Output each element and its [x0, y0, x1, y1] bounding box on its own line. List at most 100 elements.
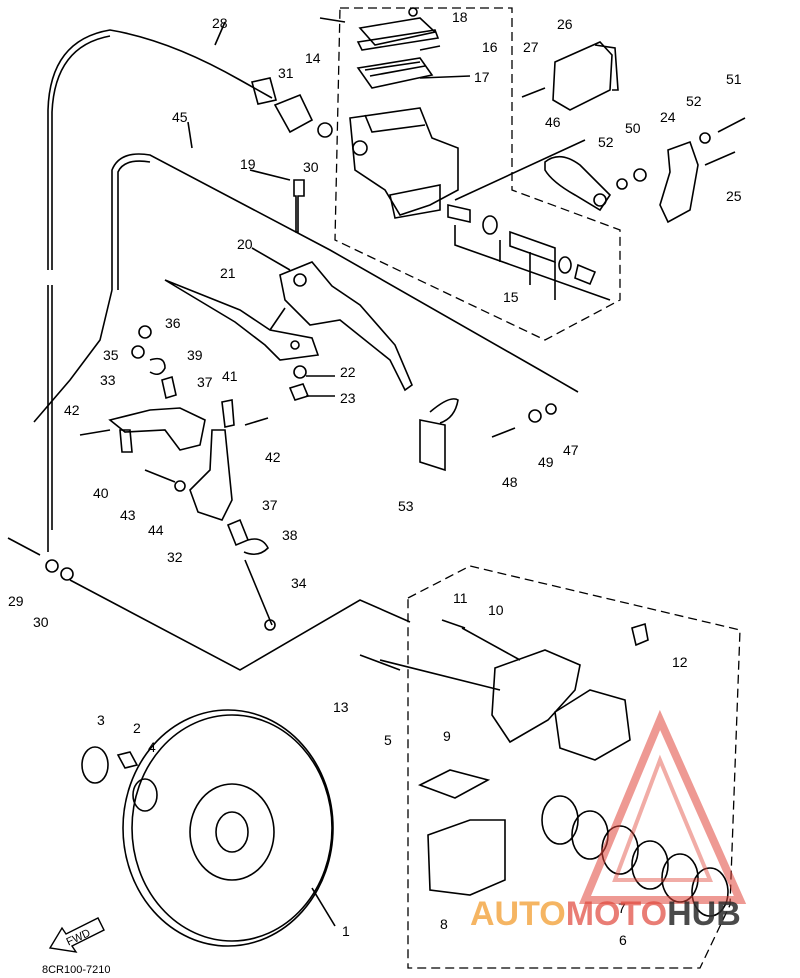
fwd-label: FWD — [65, 927, 93, 948]
lever-46 — [544, 155, 612, 212]
washer-52a — [616, 178, 628, 190]
bolt-51 — [717, 117, 746, 133]
part-label-19: 19 — [240, 156, 256, 172]
part-label-35: 35 — [103, 347, 119, 363]
part-label-37-upper: 37 — [197, 374, 213, 390]
part-label-21: 21 — [220, 265, 236, 281]
label-53 — [419, 419, 446, 472]
bolt-19 — [293, 179, 305, 233]
part-label-26: 26 — [557, 16, 573, 32]
watermark-hub: HUB — [667, 895, 741, 933]
part-label-30-top: 30 — [303, 159, 319, 175]
part-label-28: 28 — [212, 15, 228, 31]
part-label-43: 43 — [120, 507, 136, 523]
part-label-14: 14 — [305, 50, 321, 66]
part-label-49: 49 — [538, 454, 554, 470]
part-label-53: 53 — [398, 498, 414, 514]
part-label-8: 8 — [440, 916, 448, 932]
part-label-24: 24 — [660, 109, 676, 125]
group-5-outline — [407, 565, 741, 969]
washer-22 — [293, 365, 307, 379]
circlip-3 — [81, 746, 109, 784]
nut-44 — [174, 480, 186, 492]
brake-lever-20 — [279, 261, 413, 392]
clip-38 — [243, 538, 269, 556]
bracket-21 — [164, 279, 320, 361]
arm-33 — [108, 407, 206, 451]
svg-text:AUTOMOTOHUB: AUTOMOTOHUB — [470, 895, 741, 933]
part-label-5: 5 — [384, 732, 392, 748]
part-label-34: 34 — [291, 575, 307, 591]
part-label-9: 9 — [443, 728, 451, 744]
part-label-47: 47 — [563, 442, 579, 458]
nut-23 — [288, 383, 310, 401]
part-label-13: 13 — [333, 699, 349, 715]
bolt-43 — [144, 469, 176, 483]
part-label-46: 46 — [545, 114, 561, 130]
part-label-4: 4 — [148, 739, 156, 755]
part-label-37-lower: 37 — [262, 497, 278, 513]
part-label-50: 50 — [625, 120, 641, 136]
watermark-triangle-icon — [579, 709, 747, 904]
part-label-16: 16 — [482, 39, 498, 55]
part-label-12: 12 — [672, 654, 688, 670]
part-label-42-right: 42 — [265, 449, 281, 465]
part-label-2: 2 — [133, 720, 141, 736]
bolt-13 — [359, 654, 401, 671]
screw-27 — [521, 87, 546, 98]
part-label-15: 15 — [503, 289, 519, 305]
part-label-10: 10 — [488, 602, 504, 618]
part-label-36: 36 — [165, 315, 181, 331]
part-label-41: 41 — [222, 368, 238, 384]
part-label-51: 51 — [726, 71, 742, 87]
bolt-29 — [7, 537, 41, 556]
part-label-29: 29 — [8, 593, 24, 609]
caliper-bracket — [491, 649, 581, 744]
adjuster-31 — [273, 93, 314, 134]
part-label-3: 3 — [97, 712, 105, 728]
part-labels: 1 2 3 4 5 6 7 8 9 10 11 12 13 14 15 16 1… — [8, 9, 742, 948]
part-label-44: 44 — [148, 522, 164, 538]
pin-37-upper — [161, 375, 177, 400]
pin-37-lower — [226, 518, 250, 547]
spring-39 — [149, 357, 166, 376]
washer-35 — [131, 345, 145, 359]
pin-10 — [461, 627, 521, 661]
washer-30-top — [317, 122, 333, 138]
bleeder-12 — [631, 622, 649, 647]
pin-41 — [221, 399, 235, 428]
collar-4 — [132, 778, 158, 812]
part-label-33: 33 — [100, 372, 116, 388]
part-label-32: 32 — [167, 549, 183, 565]
brake-disc-1 — [122, 709, 334, 947]
master-cylinder — [349, 107, 459, 216]
part-label-23: 23 — [340, 390, 356, 406]
part-label-25: 25 — [726, 188, 742, 204]
part-label-17: 17 — [474, 69, 490, 85]
pin-40 — [119, 429, 133, 453]
washer-47 — [545, 403, 557, 415]
part-label-30-left: 30 — [33, 614, 49, 630]
washer-52b — [699, 132, 711, 144]
group-14-outline — [334, 7, 621, 341]
piston-kit-15 — [447, 203, 611, 301]
automotohub-watermark: AUTOMOTOHUB — [470, 709, 747, 933]
cable-28 — [47, 29, 273, 270]
bolt-42-left — [79, 429, 111, 436]
part-label-11: 11 — [453, 590, 468, 606]
part-label-22: 22 — [340, 364, 356, 380]
part-label-45: 45 — [172, 109, 188, 125]
caliper-body — [554, 689, 631, 761]
diaphragm-17 — [356, 57, 434, 89]
bolt-48 — [491, 427, 516, 438]
bracket-24 — [659, 140, 699, 224]
bolt-42-right — [244, 417, 269, 426]
washer-30-left-b — [60, 567, 74, 581]
part-label-42-left: 42 — [64, 402, 80, 418]
pad-spring-9 — [417, 769, 491, 799]
nut-36 — [138, 325, 152, 339]
key-2 — [116, 751, 139, 769]
part-label-31: 31 — [278, 65, 294, 81]
washer-49 — [528, 409, 542, 423]
